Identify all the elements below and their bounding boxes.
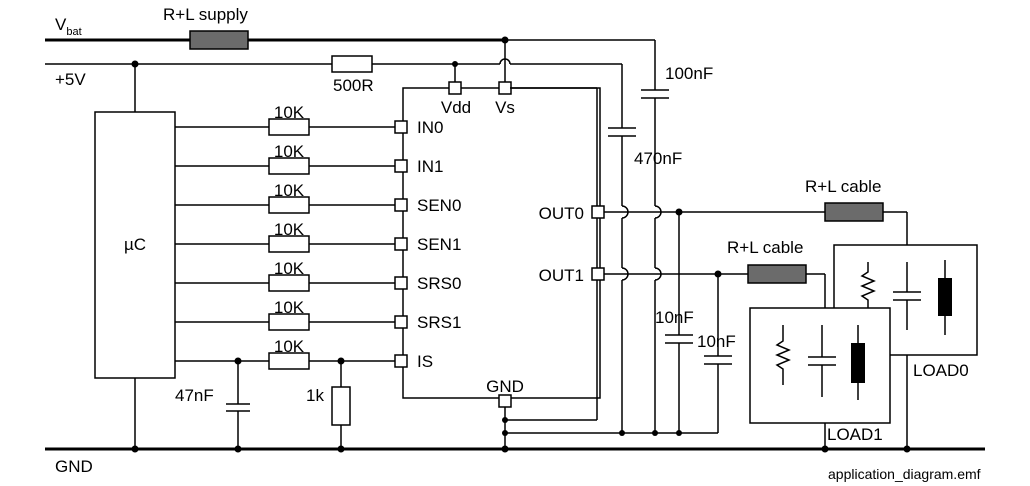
cable0-label: R+L cable — [805, 177, 881, 196]
resistor-label: 10K — [274, 142, 305, 161]
c47-label: 47nF — [175, 386, 214, 405]
pin-vs — [498, 81, 512, 95]
load1-label: LOAD1 — [827, 425, 883, 444]
pin-label-is: IS — [417, 352, 433, 371]
resistor-10k — [268, 352, 310, 370]
load1-box — [749, 307, 891, 424]
resistor-label: 10K — [274, 181, 305, 200]
r500-label: 500R — [333, 76, 374, 95]
resistor-10k — [268, 157, 310, 175]
caption: application_diagram.emf — [828, 466, 981, 482]
c470-label: 470nF — [634, 149, 682, 168]
pin-label-srs0: SRS0 — [417, 274, 461, 293]
microcontroller — [94, 111, 176, 379]
pin-label-srs1: SRS1 — [417, 313, 461, 332]
supply-label: R+L supply — [163, 5, 248, 24]
resistor-label: 10K — [274, 337, 305, 356]
resistor-label: 10K — [274, 220, 305, 239]
pin-gnd — [498, 394, 512, 408]
resistor-1k — [331, 386, 351, 426]
resistor-10k — [268, 196, 310, 214]
v5-label: +5V — [55, 70, 86, 89]
pin-label-out1: OUT1 — [539, 266, 584, 285]
resistor-10k — [268, 313, 310, 331]
pin-label-sen1: SEN1 — [417, 235, 461, 254]
pin-label-out0: OUT0 — [539, 204, 584, 223]
c10b-label: 10nF — [697, 332, 736, 351]
pin-vdd-label: Vdd — [441, 98, 471, 117]
cable0-inductor-resistor — [824, 202, 884, 222]
pin-is — [394, 354, 408, 368]
cable1-inductor-resistor — [747, 264, 807, 284]
gnd-label: GND — [55, 457, 93, 476]
pin-srs1 — [394, 315, 408, 329]
supply-inductor-resistor — [189, 30, 249, 50]
r1k-label: 1k — [306, 386, 324, 405]
pin-vs-label: Vs — [495, 98, 515, 117]
vbat-rail — [45, 30, 656, 90]
resistor-10k — [268, 235, 310, 253]
resistor-10k — [268, 118, 310, 136]
resistor-label: 10K — [274, 103, 305, 122]
pin-sen1 — [394, 237, 408, 251]
resistor-10k — [268, 274, 310, 292]
pin-label-sen0: SEN0 — [417, 196, 461, 215]
resistor-label: 10K — [274, 298, 305, 317]
input-lines — [175, 118, 395, 370]
c10a-label: 10nF — [655, 308, 694, 327]
pin-label-in0: IN0 — [417, 118, 443, 137]
pin-out0 — [591, 205, 605, 219]
pin-label-in1: IN1 — [417, 157, 443, 176]
driver-chip — [402, 87, 601, 399]
pin-gnd-label: GND — [486, 377, 524, 396]
c100-label: 100nF — [665, 64, 713, 83]
pin-in0 — [394, 120, 408, 134]
vbat-label: Vbat — [55, 15, 82, 38]
cable1-label: R+L cable — [727, 238, 803, 257]
pin-vdd — [448, 81, 462, 95]
v5-rail — [45, 55, 623, 128]
mcu-label: µC — [124, 235, 146, 254]
pin-sen0 — [394, 198, 408, 212]
pin-out1 — [591, 267, 605, 281]
pin-srs0 — [394, 276, 408, 290]
resistor-500r — [331, 55, 373, 73]
resistor-label: 10K — [274, 259, 305, 278]
pin-in1 — [394, 159, 408, 173]
load0-label: LOAD0 — [913, 361, 969, 380]
